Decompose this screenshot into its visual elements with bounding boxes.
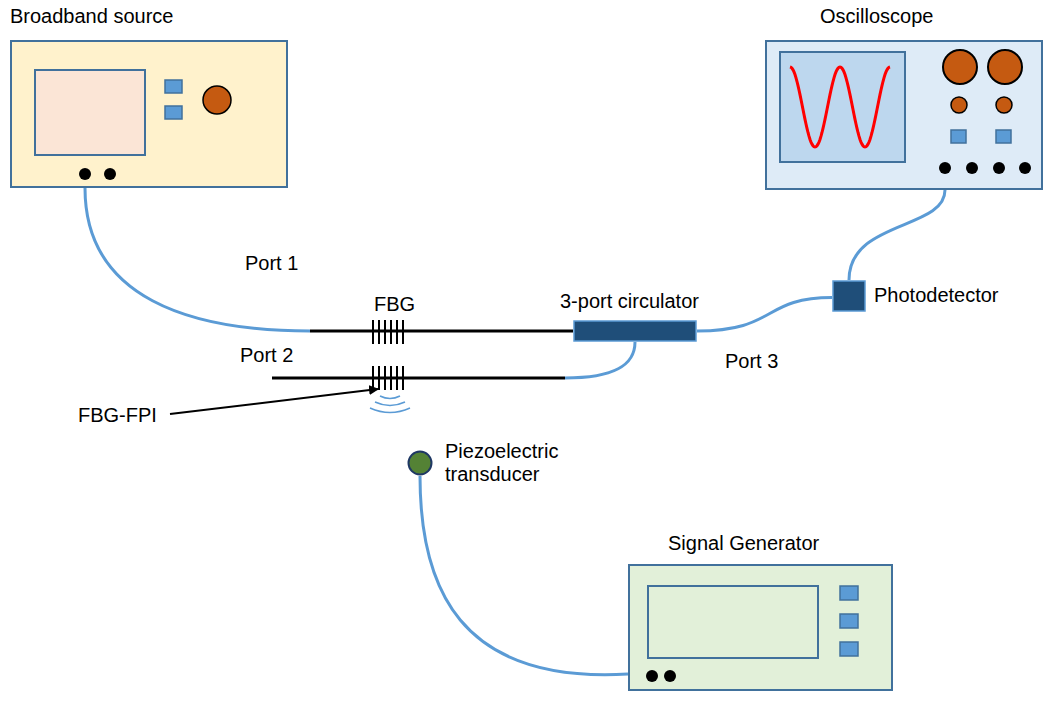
instrument-heading: Oscilloscope	[820, 5, 933, 28]
fiber-cable	[697, 298, 832, 331]
photodetector-box-outline	[832, 280, 866, 312]
fiber-cable	[420, 476, 628, 675]
component-label: Photodetector	[874, 284, 999, 307]
signal-generator-node: Signal Generator	[628, 532, 893, 691]
transducer-circle-outline	[407, 450, 433, 476]
circulator-box	[573, 320, 697, 342]
fiber-cable	[849, 190, 945, 280]
fiber-cable	[85, 188, 573, 331]
oscilloscope-box-outline	[765, 40, 1043, 190]
port-label: Port 2	[240, 344, 293, 367]
oscilloscope-box	[765, 40, 1043, 190]
transducer-circle	[407, 450, 433, 476]
port-label: Port 3	[725, 350, 778, 373]
signal-generator-box-outline	[628, 564, 893, 691]
cable-path	[697, 298, 832, 331]
cable-path	[85, 188, 310, 331]
broadband-source-box-outline	[10, 40, 288, 188]
cable-path	[420, 476, 628, 675]
instrument-heading: Broadband source	[10, 5, 173, 28]
fbg-fpi-grating	[373, 366, 403, 390]
circulator-node: 3-port circulator	[560, 290, 699, 342]
circulator-box-outline	[573, 320, 697, 342]
port2-fiber	[272, 377, 565, 380]
fiber-path	[310, 330, 573, 333]
signal-generator-box	[628, 564, 893, 691]
broadband-source-node: Broadband source	[10, 5, 288, 188]
transducer-node: Piezoelectric transducer	[407, 440, 595, 486]
oscilloscope-node: Oscilloscope	[765, 5, 1043, 190]
pointer-arrow	[170, 389, 378, 414]
port2-cable	[565, 342, 635, 378]
component-label: 3-port circulator	[560, 290, 699, 313]
cable-path	[849, 190, 945, 280]
photodetector-node: Photodetector	[832, 280, 999, 312]
fbg-label: FBG	[374, 293, 415, 316]
acoustic-waves	[370, 396, 410, 413]
component-label: Piezoelectric transducer	[445, 440, 595, 486]
broadband-source-box	[10, 40, 288, 188]
port-label: Port 1	[245, 252, 298, 275]
photodetector-box	[832, 280, 866, 312]
fbg-fpi-label: FBG-FPI	[78, 404, 157, 427]
instrument-heading: Signal Generator	[668, 532, 819, 555]
